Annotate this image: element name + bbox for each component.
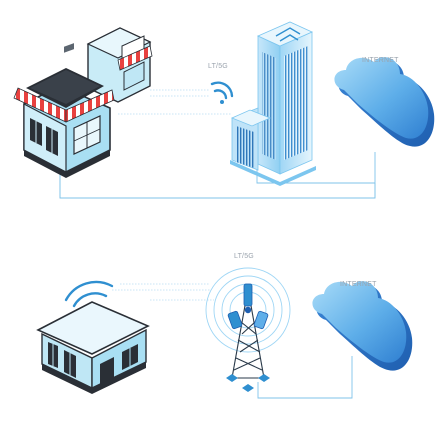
top-wifi-signal-icon xyxy=(210,81,234,104)
bottom-radio-label: LT/5G xyxy=(234,253,254,260)
top-dotted-links xyxy=(118,89,232,115)
top-radio-label: LT/5G xyxy=(208,63,228,70)
top-section: LT/5G INTERNET xyxy=(13,21,435,199)
cell-tower-icon xyxy=(205,267,291,392)
shop-building-icon xyxy=(13,27,153,178)
top-connection-lines xyxy=(59,152,376,199)
bottom-internet-label: INTERNET xyxy=(340,281,377,288)
office-tower-icon xyxy=(230,21,316,186)
bottom-cloud-icon xyxy=(312,281,413,371)
bottom-connection-lines xyxy=(257,356,353,399)
bottom-section: LT/5G xyxy=(36,253,413,399)
top-cloud-icon xyxy=(334,57,435,147)
wifi-house-icon xyxy=(36,280,150,394)
bottom-dotted-links xyxy=(112,283,214,301)
top-internet-label: INTERNET xyxy=(362,57,399,64)
